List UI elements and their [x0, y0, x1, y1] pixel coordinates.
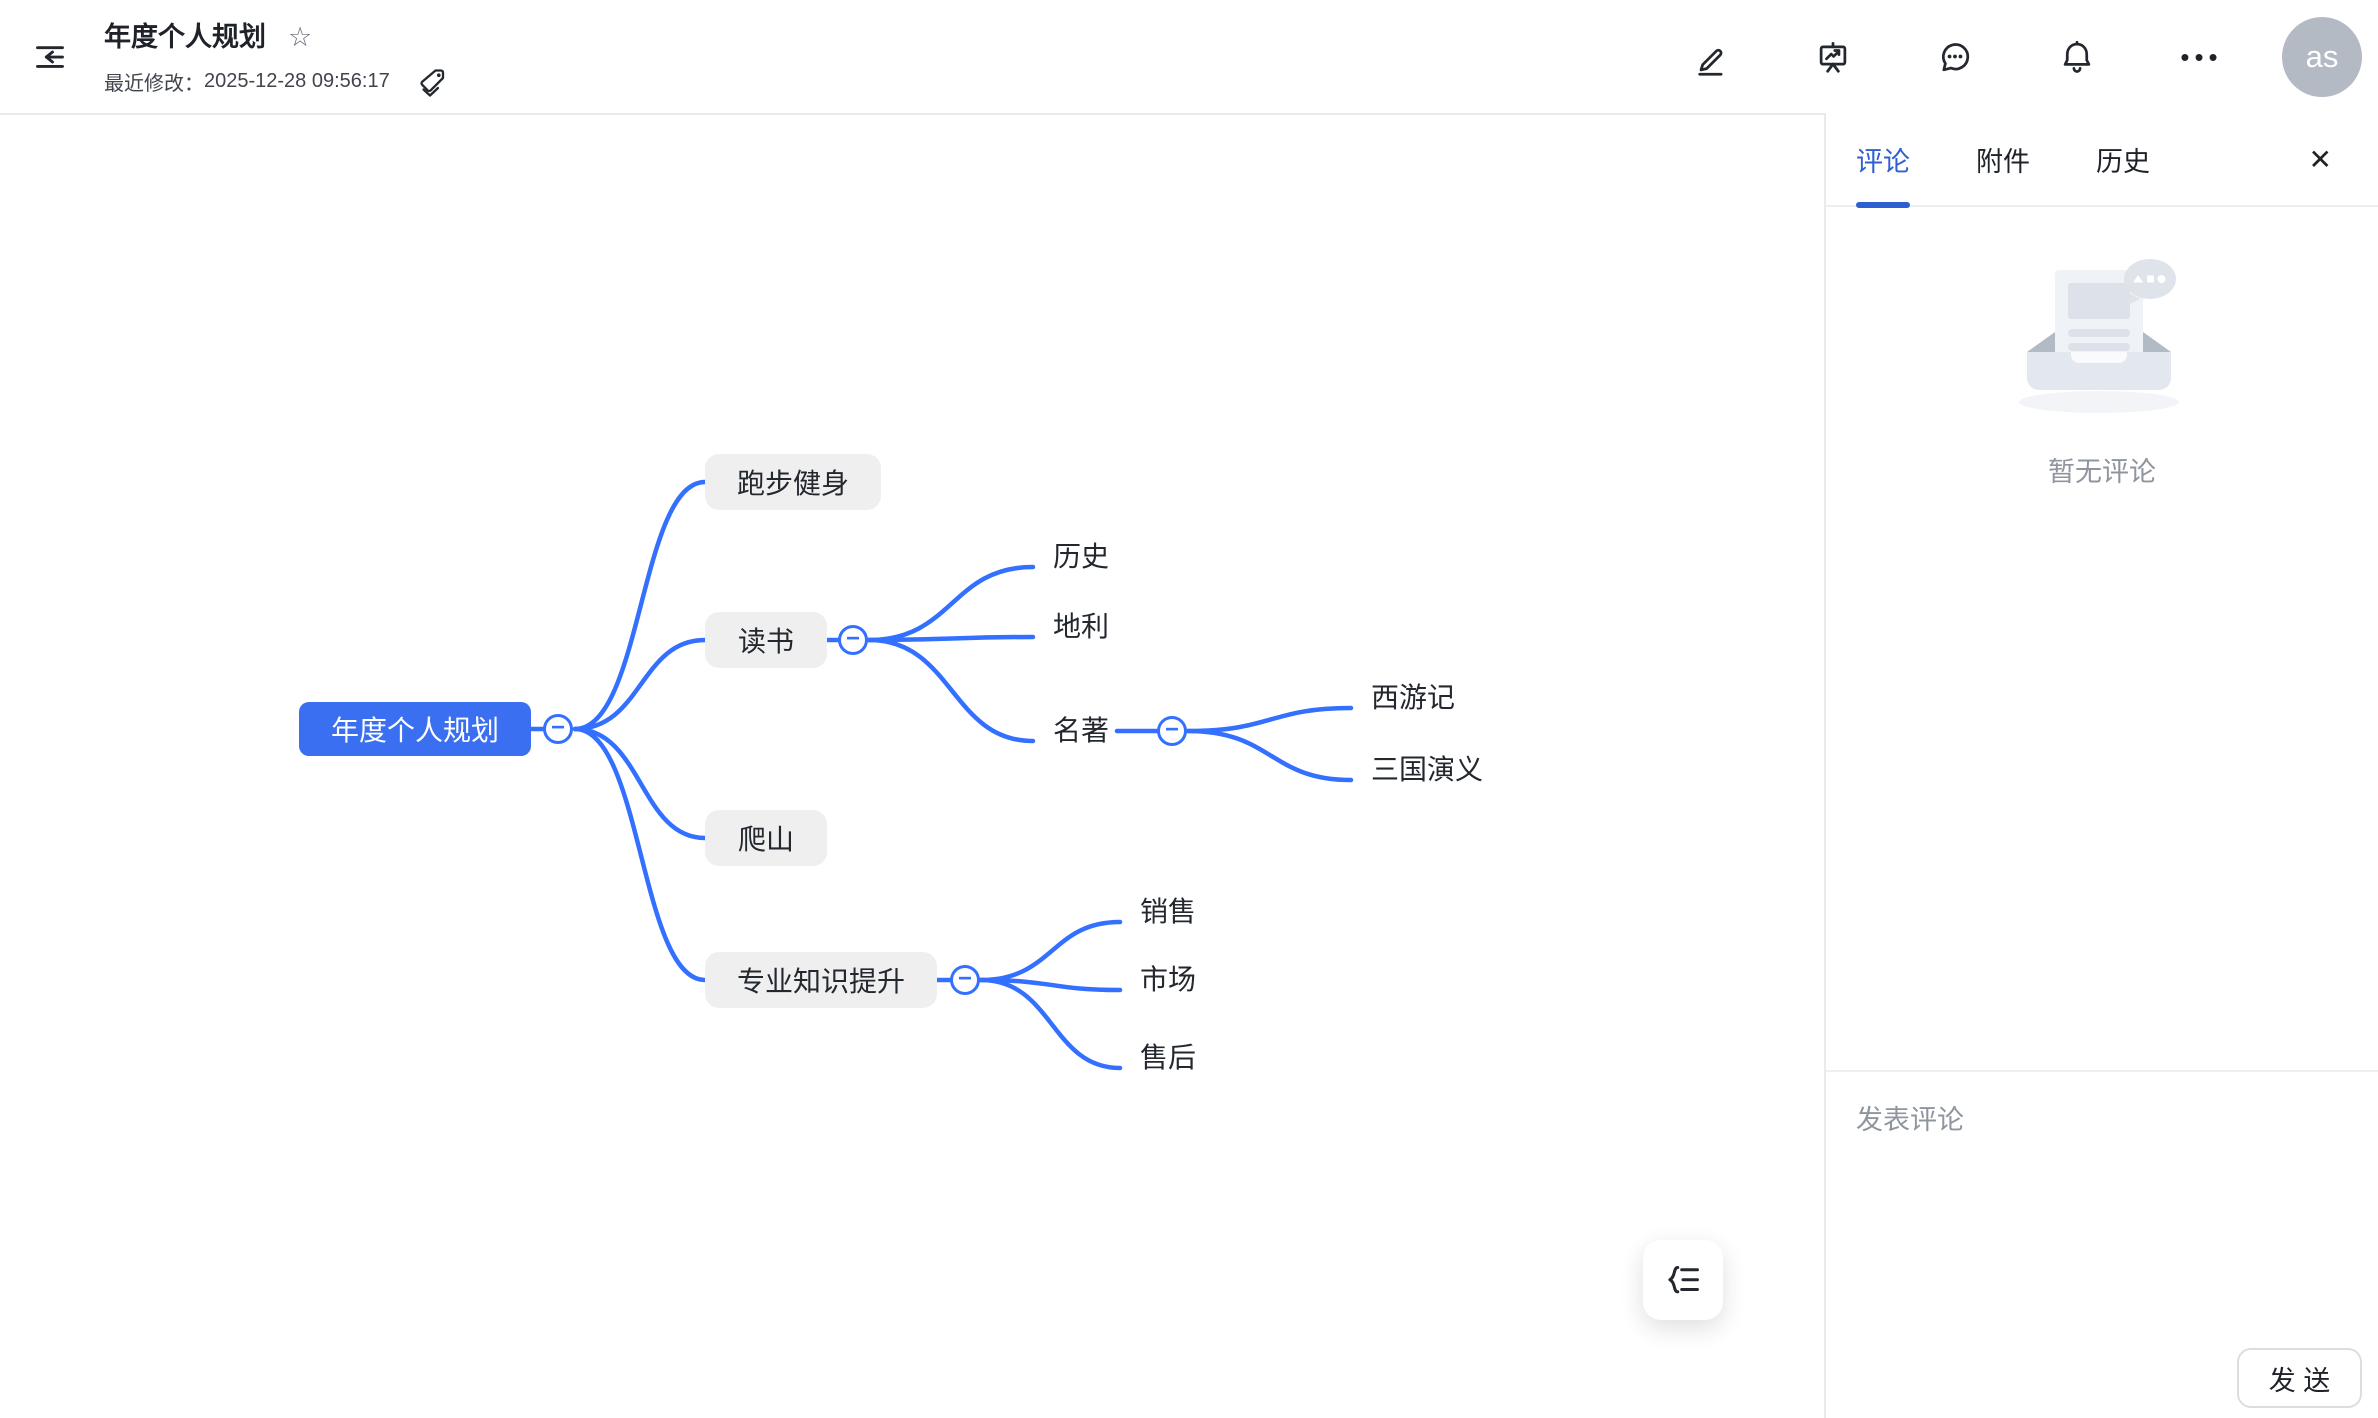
pencil-icon	[1698, 48, 1723, 76]
more-button[interactable]: •••	[2180, 38, 2218, 76]
empty-comments-illustration	[2019, 259, 2179, 413]
tab-comments[interactable]: 评论	[1856, 112, 1910, 208]
notifications-button[interactable]	[2058, 38, 2096, 76]
sidebar-toggle-button[interactable]	[24, 31, 76, 83]
mindmap-leaf-aftersales[interactable]: 售后	[1140, 1042, 1197, 1073]
mindmap-leaf-three-kingdoms[interactable]: 三国演义	[1371, 754, 1484, 785]
mindmap-root-node[interactable]: 年度个人规划	[299, 702, 531, 756]
minus-icon: −	[957, 965, 972, 992]
title-block: 年度个人规划 ☆ 最近修改： 2025-12-28 09:56:17	[104, 16, 448, 98]
header-actions: ••• as	[1692, 16, 2378, 97]
outline-view-button[interactable]	[1643, 1240, 1723, 1320]
empty-comments-state: 暂无评论	[1826, 207, 2378, 489]
mindmap-leaf-history[interactable]: 历史	[1053, 541, 1110, 572]
header-divider	[0, 113, 1824, 115]
send-comment-button[interactable]: 发 送	[2237, 1348, 2362, 1408]
close-panel-button[interactable]: ✕	[2303, 142, 2338, 177]
collapse-toggle-classics[interactable]: −	[1157, 716, 1187, 746]
modified-label: 最近修改：	[104, 73, 204, 95]
comment-button[interactable]	[1936, 38, 1974, 76]
modified-time: 2025-12-28 09:56:17	[204, 70, 390, 92]
collapse-toggle-reading[interactable]: −	[838, 625, 868, 655]
minus-icon: −	[550, 714, 565, 741]
tab-attachments[interactable]: 附件	[1976, 112, 2030, 206]
outline-collapse-icon	[36, 45, 64, 68]
mindmap-node-professional[interactable]: 专业知识提升	[705, 952, 937, 1008]
header: 年度个人规划 ☆ 最近修改： 2025-12-28 09:56:17	[0, 0, 2378, 113]
star-icon[interactable]: ☆	[288, 21, 313, 52]
mindmap-node-reading[interactable]: 读书	[705, 612, 827, 668]
page-title: 年度个人规划	[104, 21, 266, 52]
bell-icon	[2063, 40, 2091, 73]
collapse-toggle-professional[interactable]: −	[950, 965, 980, 995]
ellipsis-icon: •••	[2180, 41, 2223, 72]
mindmap-node-running[interactable]: 跑步健身	[705, 454, 881, 510]
mindmap-node-climbing[interactable]: 爬山	[705, 810, 827, 866]
outline-brace-icon	[1668, 1266, 1699, 1294]
comment-input[interactable]	[1826, 1072, 2378, 1312]
present-button[interactable]	[1814, 38, 1852, 76]
avatar[interactable]: as	[2282, 16, 2362, 97]
presentation-icon	[1819, 41, 1847, 73]
comment-composer: 发 送	[1826, 1070, 2378, 1418]
tab-history[interactable]: 历史	[2096, 112, 2150, 206]
mindmap-leaf-sales[interactable]: 销售	[1140, 896, 1197, 927]
edit-button[interactable]	[1692, 38, 1730, 76]
minus-icon: −	[1164, 716, 1179, 743]
comments-panel: 评论 附件 历史 ✕ 暂无评论	[1824, 113, 2378, 1418]
panel-tabs: 评论 附件 历史 ✕	[1826, 112, 2378, 208]
mindmap-leaf-market[interactable]: 市场	[1140, 964, 1197, 995]
tag-icon[interactable]	[416, 66, 448, 98]
collapse-toggle-root[interactable]: −	[543, 714, 573, 744]
comment-bubble-icon	[1942, 42, 1970, 71]
mindmap-leaf-journey-west[interactable]: 西游记	[1371, 682, 1456, 713]
mindmap-leaf-classics[interactable]: 名著	[1053, 715, 1110, 746]
minus-icon: −	[845, 625, 860, 652]
empty-comments-text: 暂无评论	[2048, 457, 2156, 487]
mindmap-leaf-geography[interactable]: 地利	[1053, 611, 1110, 642]
